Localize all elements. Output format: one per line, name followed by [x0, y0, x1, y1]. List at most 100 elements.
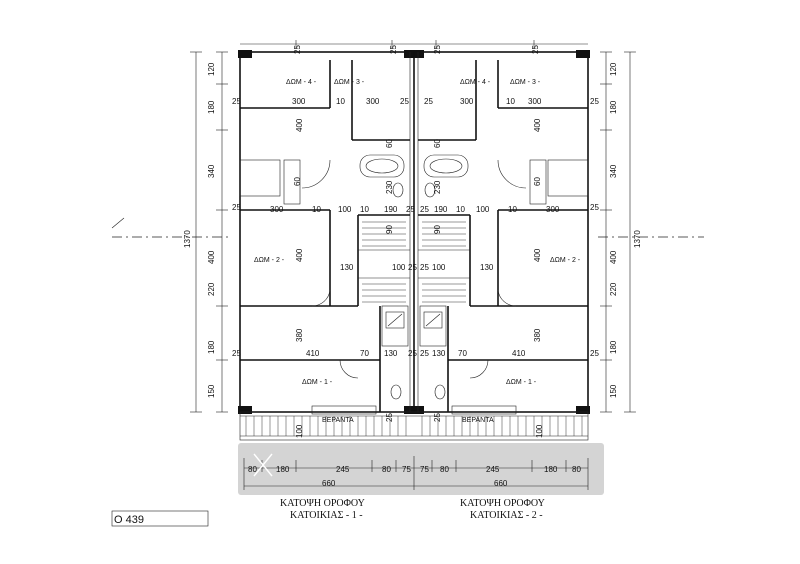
- bottom-dim-r-180: 180: [544, 465, 558, 474]
- dim-100-l-vert: 100: [295, 424, 304, 438]
- dim-25-r7: 25: [590, 349, 599, 358]
- bottom-dim-r-80b: 80: [572, 465, 581, 474]
- dim-left-120: 120: [207, 62, 216, 76]
- toilet-right-upper: [424, 182, 436, 198]
- caption-right-line1: ΚΑΤΟΨΗ ΟΡΟΦΟΥ: [460, 498, 545, 509]
- room-right-bedroom2: ΔΩΜ - 2 -: [550, 257, 581, 264]
- shower-right: [423, 311, 443, 329]
- title-box-frame: [111, 510, 209, 527]
- dim-230-r: 230: [433, 180, 442, 194]
- dim-300-l1: 300: [292, 97, 306, 106]
- dim-130-r2: 130: [432, 349, 446, 358]
- toilet-right-lower: [434, 384, 446, 400]
- dim-25-r-vert: 25: [433, 413, 442, 422]
- dim-300-l2: 300: [366, 97, 380, 106]
- dim-left-150: 150: [207, 384, 216, 398]
- dim-10-l3: 10: [360, 205, 369, 214]
- dim-90-l: 90: [385, 225, 394, 234]
- dim-top-25-c: 25: [433, 45, 442, 54]
- stairs-right: [422, 221, 466, 303]
- dim-25-l4: 25: [406, 205, 415, 214]
- bottom-dim-r-80a: 80: [440, 465, 449, 474]
- dim-410-l: 410: [306, 349, 320, 358]
- bottom-dim-l-180: 180: [276, 465, 290, 474]
- dim-300-r3: 300: [546, 205, 560, 214]
- wardrobes: [239, 159, 589, 205]
- bottom-dim-half-right: 660: [494, 479, 508, 488]
- dim-10-r3: 10: [508, 205, 517, 214]
- dim-400-l2: 400: [295, 248, 304, 262]
- dim-190-r: 190: [434, 205, 448, 214]
- dim-60-r: 60: [433, 139, 442, 148]
- shower-left: [385, 311, 405, 329]
- bottom-dim-l-80b: 80: [382, 465, 391, 474]
- dim-100-l1: 100: [338, 205, 352, 214]
- dim-right-340: 340: [609, 164, 618, 178]
- bottom-dim-half-left: 660: [322, 479, 336, 488]
- dim-25-l2: 25: [400, 97, 409, 106]
- dim-60-l: 60: [385, 139, 394, 148]
- veranda-right-label: ΒΕΡΑΝΤΑ: [462, 417, 494, 424]
- dim-top-25-b: 25: [389, 45, 398, 54]
- dim-10-r1: 10: [506, 97, 515, 106]
- dim-25-r1: 25: [424, 97, 433, 106]
- dim-400-r1: 400: [533, 118, 542, 132]
- dim-25-l-vert: 25: [385, 413, 394, 422]
- caption-right-line2: ΚΑΤΟΙΚΙΑΣ - 2 -: [470, 510, 543, 521]
- bathtub-right: [423, 154, 469, 178]
- dim-230-l: 230: [385, 180, 394, 194]
- dim-100-r2: 100: [432, 263, 446, 272]
- dim-left-180b: 180: [207, 340, 216, 354]
- dim-right-150: 150: [609, 384, 618, 398]
- dim-right-120: 120: [609, 62, 618, 76]
- top-dimension-marks: [240, 40, 588, 48]
- room-left-bedroom3: ΔΩΜ - 3 -: [334, 79, 365, 86]
- dim-300-l3: 300: [270, 205, 284, 214]
- dim-25-r3: 25: [420, 205, 429, 214]
- bottom-dim-lines: [243, 453, 589, 490]
- bottom-dim-l-245: 245: [336, 465, 350, 474]
- dim-100-r1: 100: [476, 205, 490, 214]
- bottom-dim-r-245: 245: [486, 465, 500, 474]
- dim-left-340: 340: [207, 164, 216, 178]
- stairs-left: [362, 221, 406, 303]
- bottom-dim-l-75: 75: [402, 465, 411, 474]
- right-dimension-chain: [600, 51, 636, 413]
- dim-right-180: 180: [609, 100, 618, 114]
- dim-300-r1: 300: [460, 97, 474, 106]
- room-right-bedroom1: ΔΩΜ - 1 -: [506, 379, 537, 386]
- dim-top-25-d: 25: [531, 45, 540, 54]
- room-right-bedroom3: ΔΩΜ - 3 -: [510, 79, 541, 86]
- room-left-bedroom4: ΔΩΜ - 4 -: [286, 79, 317, 86]
- dim-left-180: 180: [207, 100, 216, 114]
- room-right-bedroom4: ΔΩΜ - 4 -: [460, 79, 491, 86]
- dim-25-l6: 25: [232, 349, 241, 358]
- dim-25-l5: 25: [408, 263, 417, 272]
- dim-100-l2: 100: [392, 263, 406, 272]
- dim-130-r1: 130: [480, 263, 494, 272]
- dim-right-400: 400: [609, 250, 618, 264]
- dim-25-r4: 25: [590, 203, 599, 212]
- dim-380-l: 380: [295, 328, 304, 342]
- dim-60-l2: 60: [293, 177, 302, 186]
- dim-410-r: 410: [512, 349, 526, 358]
- dim-130-l2: 130: [384, 349, 398, 358]
- dim-25-r2: 25: [590, 97, 599, 106]
- dim-25-l3: 25: [232, 203, 241, 212]
- dim-70-r: 70: [458, 349, 467, 358]
- dim-130-l1: 130: [340, 263, 354, 272]
- dim-400-r2: 400: [533, 248, 542, 262]
- bottom-dim-r-75: 75: [420, 465, 429, 474]
- dim-25-l1: 25: [232, 97, 241, 106]
- dim-400-l1: 400: [295, 118, 304, 132]
- veranda-left-label: ΒΕΡΑΝΤΑ: [322, 417, 354, 424]
- dim-right-total: 1370: [633, 230, 642, 248]
- bottom-dimension-panel: [238, 443, 604, 495]
- room-left-bedroom2: ΔΩΜ - 2 -: [254, 257, 285, 264]
- caption-left-line1: ΚΑΤΟΨΗ ΟΡΟΦΟΥ: [280, 498, 365, 509]
- dim-10-r2: 10: [456, 205, 465, 214]
- door-swings: [301, 159, 527, 379]
- dim-380-r: 380: [533, 328, 542, 342]
- toilet-left-lower: [390, 384, 402, 400]
